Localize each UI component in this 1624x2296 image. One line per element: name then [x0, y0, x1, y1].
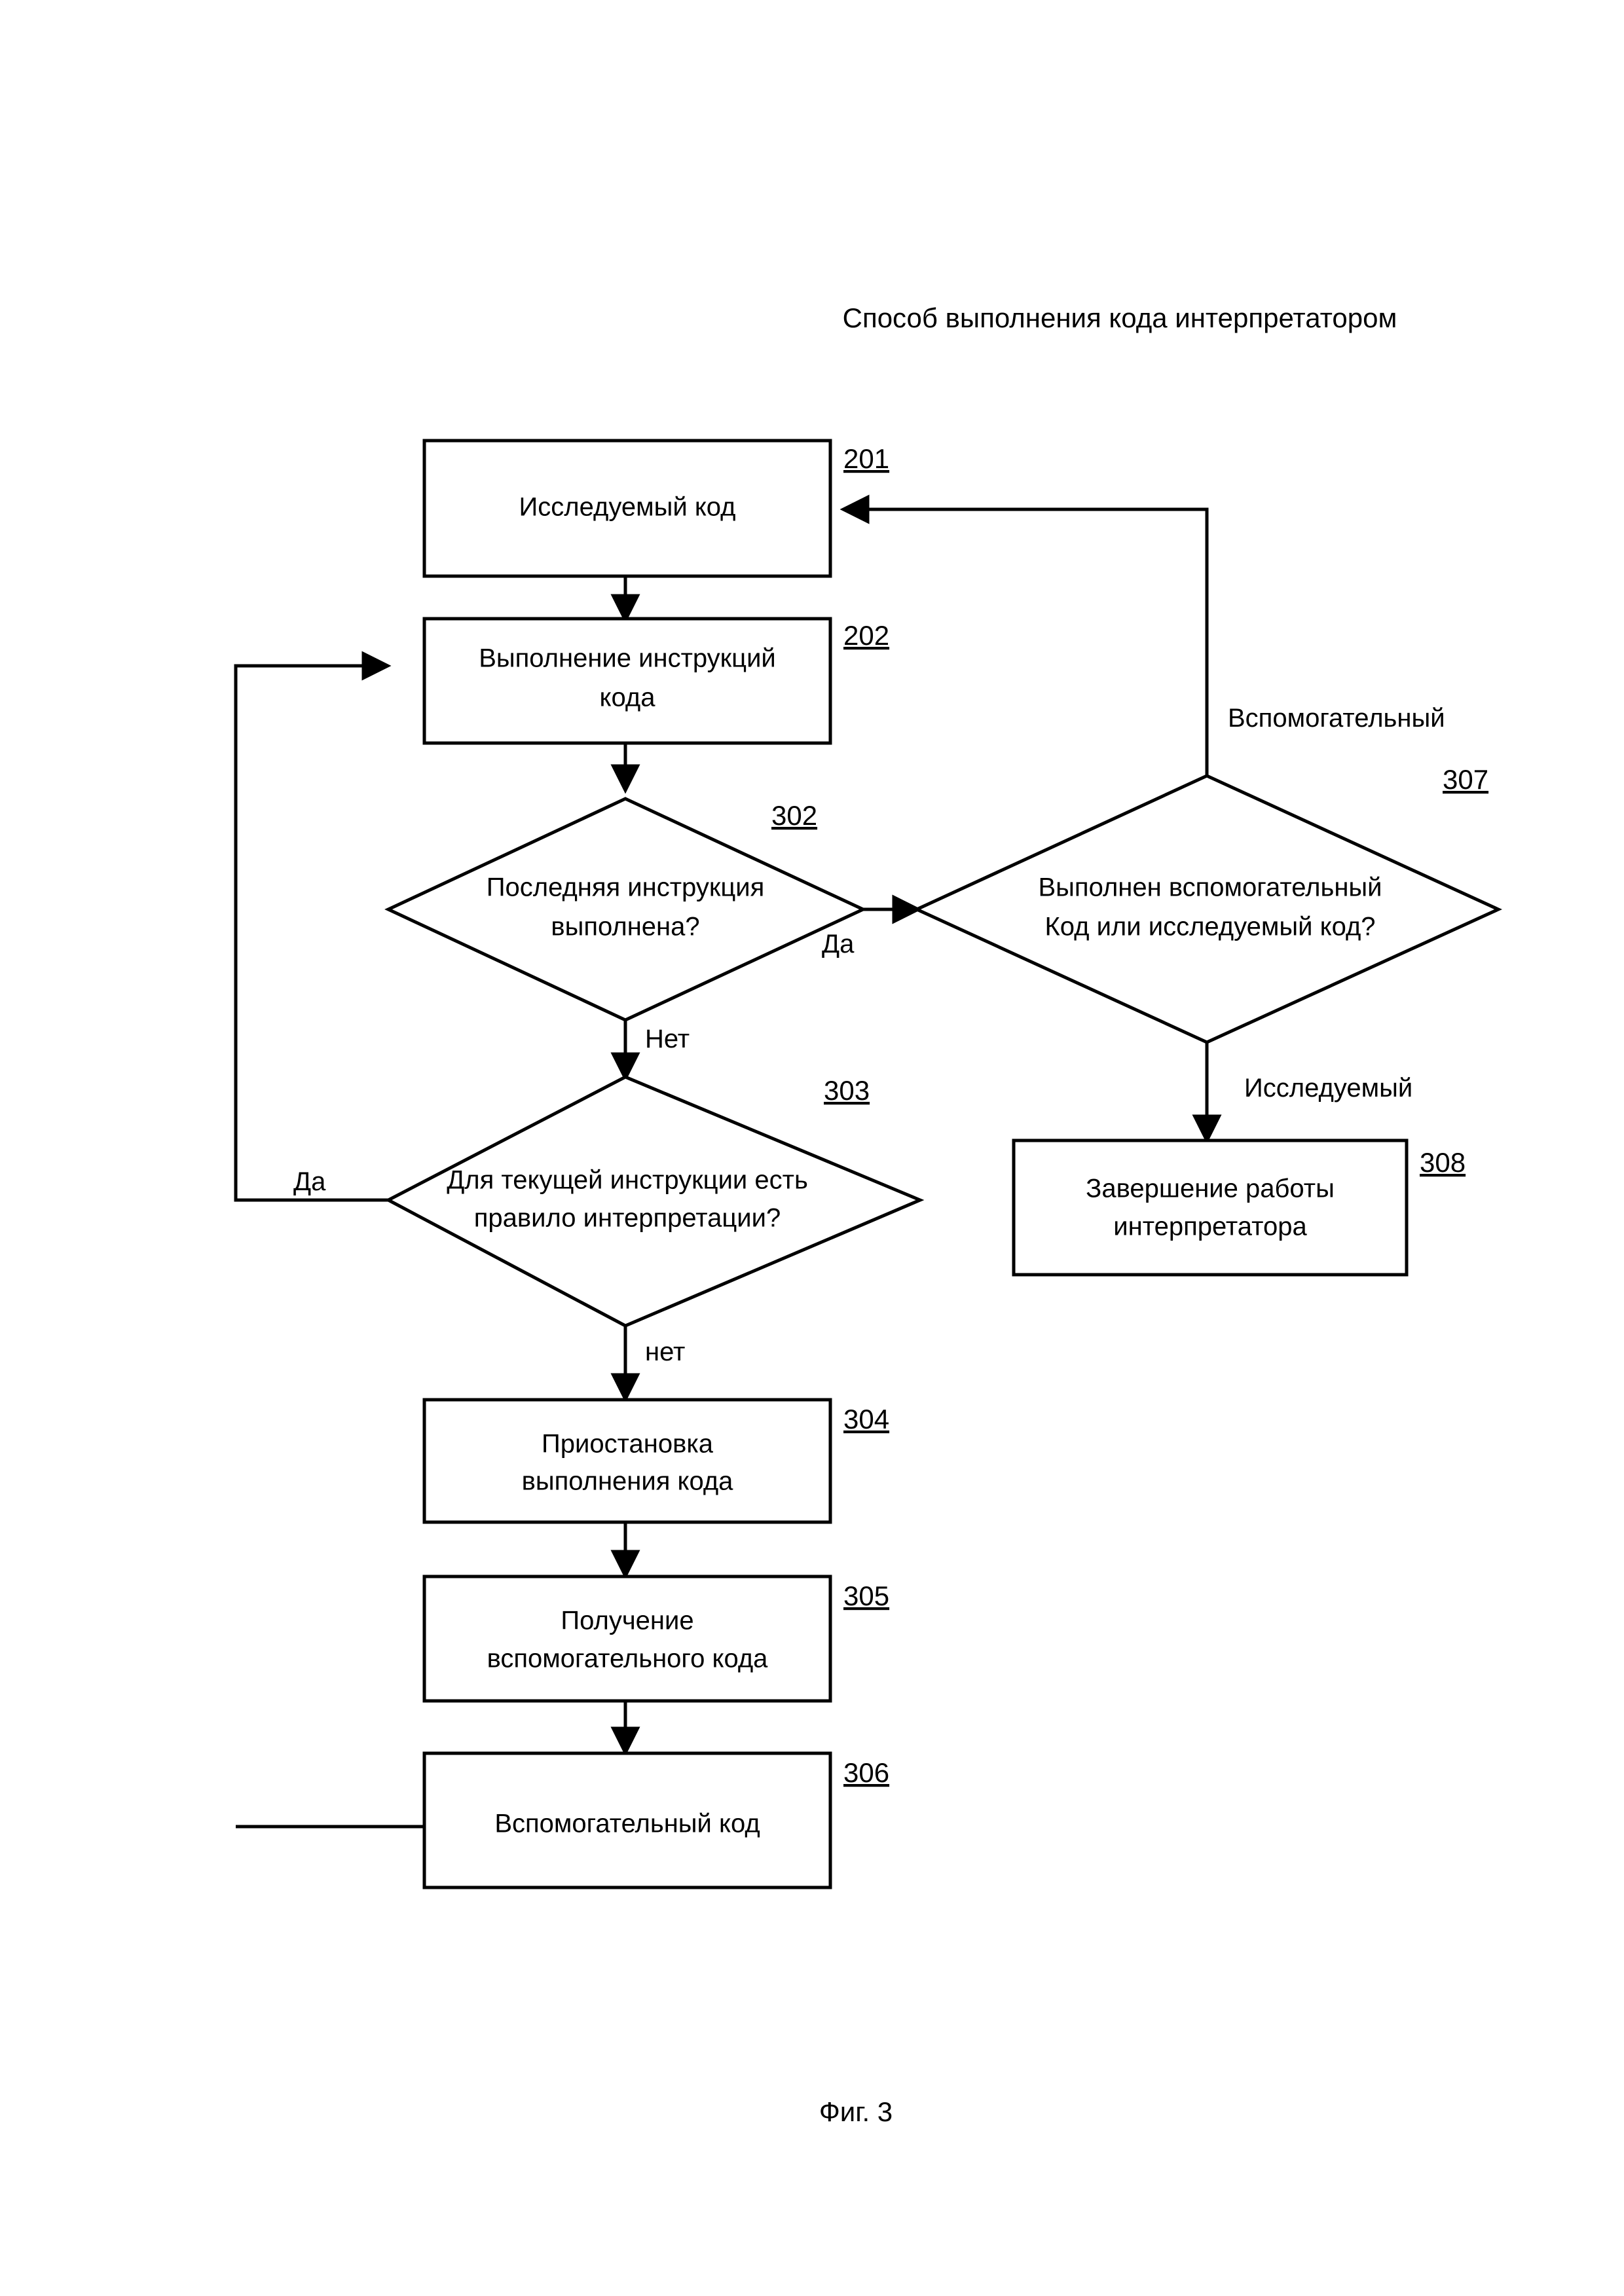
node-202-box[interactable] [422, 617, 832, 745]
node-304-box[interactable] [422, 1398, 832, 1524]
node-307[interactable]: Выполнен вспомогательный Код или исследу… [913, 704, 1503, 1102]
node-306-box[interactable] [422, 1751, 832, 1889]
node-308-ref: 308 [1420, 1147, 1466, 1178]
node-302-label-line2: выполнена? [551, 913, 699, 941]
node-308[interactable]: Завершение работы интерпретатора 308 [1012, 1139, 1466, 1277]
node-304-label-line2: выполнения кода [522, 1467, 734, 1496]
node-202[interactable]: Выполнение инструкций кода 202 [422, 617, 889, 745]
node-202-label-line2: кода [600, 683, 656, 712]
node-202-ref: 202 [843, 620, 889, 651]
node-305[interactable]: Получение вспомогательного кода 305 [422, 1575, 889, 1703]
node-201-box[interactable] [422, 439, 832, 578]
node-307-diamond[interactable] [913, 774, 1503, 1044]
node-303-label-line1: Для текущей инструкции есть [447, 1166, 808, 1195]
node-308-label-line2: интерпретатора [1113, 1212, 1307, 1241]
node-305-label-line1: Получение [561, 1607, 693, 1635]
node-305-box[interactable] [422, 1575, 832, 1703]
node-304-label-line1: Приостановка [542, 1430, 714, 1459]
node-201-ref: 201 [843, 443, 889, 474]
node-308-box[interactable] [1012, 1139, 1409, 1277]
node-305-ref: 305 [843, 1580, 889, 1611]
node-303[interactable]: Для текущей инструкции есть правило инте… [293, 1075, 925, 1366]
node-303-label-line2: правило интерпретации? [474, 1204, 781, 1233]
node-304-ref: 304 [843, 1404, 889, 1434]
node-303-ref: 303 [824, 1075, 870, 1106]
figure-title: Способ выполнения кода интерпретатором [843, 302, 1397, 333]
edge-303-yes-to-202 [234, 651, 392, 1202]
node-307-label-line1: Выполнен вспомогательный [1038, 873, 1382, 902]
node-306-label: Вспомогательный код [494, 1810, 760, 1838]
edge-label-307-subject: Исследуемый [1244, 1074, 1412, 1102]
node-201[interactable]: Исследуемый код 201 [422, 439, 889, 578]
node-302[interactable]: Последняя инструкция выполнена? 302 Да Н… [384, 797, 867, 1053]
edge-label-302-yes: Да [822, 930, 855, 958]
node-201-label: Исследуемый код [519, 493, 736, 522]
edge-label-303-yes: Да [293, 1167, 326, 1196]
node-306-ref: 306 [843, 1757, 889, 1788]
edge-307-aux-to-201 [840, 494, 1209, 776]
node-302-diamond[interactable] [384, 797, 867, 1022]
node-306[interactable]: Вспомогательный код 306 [422, 1751, 889, 1889]
node-305-label-line2: вспомогательного кода [487, 1645, 769, 1673]
node-307-ref: 307 [1443, 764, 1488, 795]
edge-label-307-aux: Вспомогательный [1228, 704, 1445, 733]
node-303-diamond[interactable] [384, 1075, 925, 1328]
node-302-label-line1: Последняя инструкция [487, 873, 765, 902]
node-202-label-line1: Выполнение инструкций [479, 644, 776, 673]
figure-caption: Фиг. 3 [819, 2096, 893, 2127]
edge-label-303-no: нет [645, 1338, 685, 1366]
edge-label-302-no: Нет [645, 1025, 690, 1053]
node-308-label-line1: Завершение работы [1086, 1175, 1335, 1203]
node-304[interactable]: Приостановка выполнения кода 304 [422, 1398, 889, 1524]
node-302-ref: 302 [771, 800, 817, 831]
node-307-label-line2: Код или исследуемый код? [1044, 913, 1375, 941]
